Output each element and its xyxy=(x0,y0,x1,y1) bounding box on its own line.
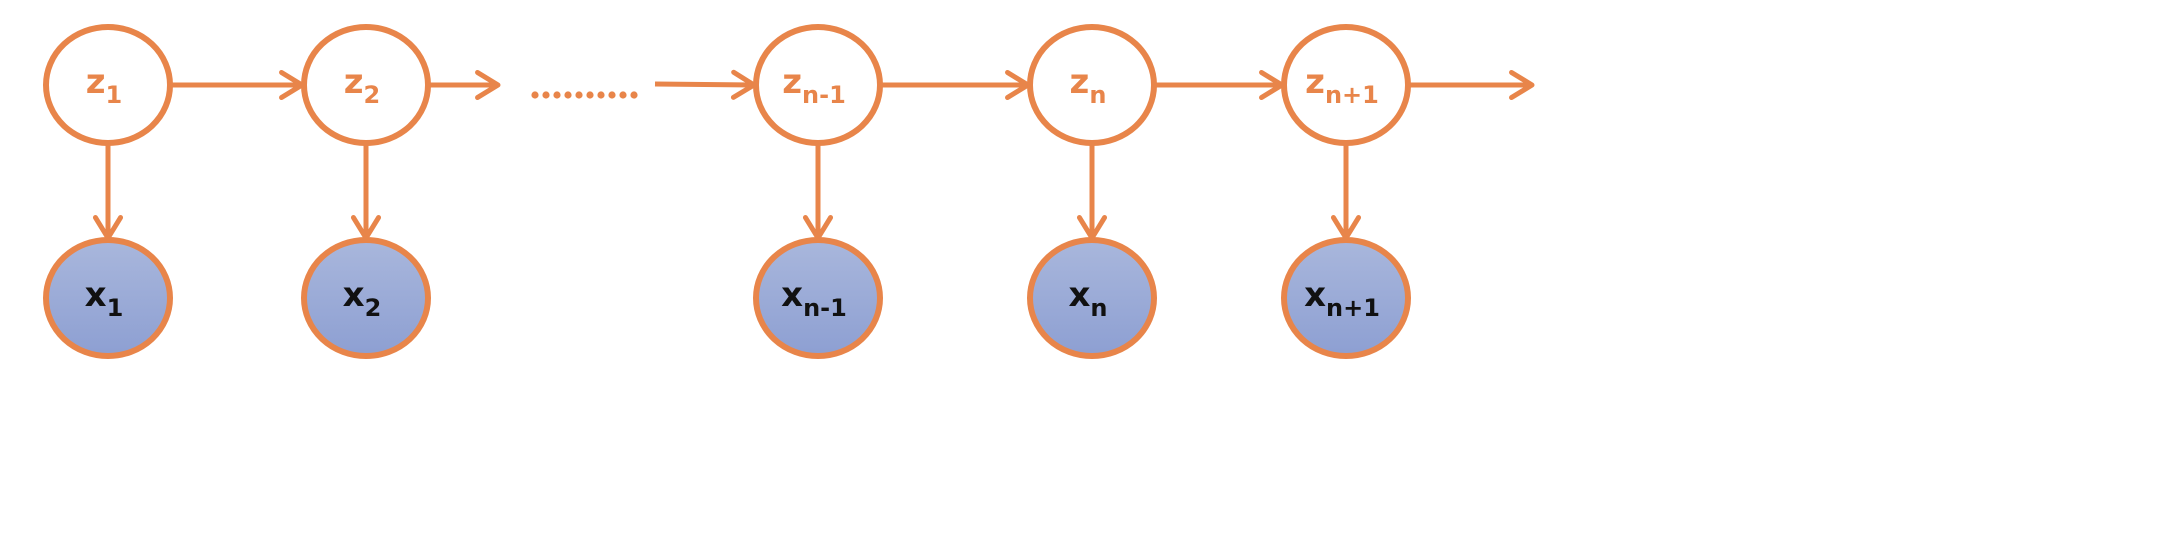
latent-node-subscript: n xyxy=(1089,81,1106,109)
transition-edge xyxy=(170,69,305,101)
latent-nodes: z1 z2 zn-1 zn zn+1 xyxy=(43,24,1411,146)
ellipsis-dots xyxy=(531,91,638,99)
latent-node-subscript: 1 xyxy=(106,81,123,109)
observed-node-circle xyxy=(1281,237,1411,359)
ellipsis-dot xyxy=(542,91,550,99)
edge-line xyxy=(654,81,755,88)
transition-edge xyxy=(1408,69,1535,101)
observed-node-base: x xyxy=(1304,275,1326,315)
arrowhead-icon xyxy=(475,69,501,101)
observed-node-base: x xyxy=(1068,275,1090,315)
observed-node-x-n-plus-1: xn+1 xyxy=(1281,237,1411,359)
latent-node-base: z xyxy=(86,62,106,102)
observed-node-base: x xyxy=(85,275,107,315)
observed-node-label: xn+1 xyxy=(1304,275,1380,322)
observed-node-subscript: n xyxy=(1090,294,1107,322)
ellipsis-dot xyxy=(553,91,561,99)
latent-node-z-n-plus-1: zn+1 xyxy=(1281,24,1411,146)
latent-node-label: zn xyxy=(1070,62,1107,109)
ellipsis-dot xyxy=(619,91,627,99)
latent-node-label: z2 xyxy=(344,62,381,109)
latent-node-subscript: 2 xyxy=(364,81,381,109)
arrowhead-icon xyxy=(1509,69,1535,101)
latent-node-label: z1 xyxy=(86,62,123,109)
latent-node-circle xyxy=(1281,24,1411,146)
transition-edge xyxy=(1154,69,1285,101)
observed-node-x-n-minus-1: xn-1 xyxy=(753,237,883,359)
ellipsis-dot xyxy=(586,91,594,99)
observed-node-subscript: n+1 xyxy=(1326,294,1380,322)
latent-node-z-n: zn xyxy=(1027,24,1157,146)
observed-node-x1: x1 xyxy=(43,237,173,359)
observed-node-subscript: n-1 xyxy=(803,294,847,322)
latent-node-z-n-minus-1: zn-1 xyxy=(753,24,883,146)
latent-node-subscript: n+1 xyxy=(1325,81,1379,109)
latent-node-circle xyxy=(301,24,431,146)
latent-node-z1: z1 xyxy=(43,24,173,146)
observed-node-label: xn xyxy=(1068,275,1107,322)
transition-edge xyxy=(428,69,501,101)
observed-node-label: x2 xyxy=(343,275,382,322)
latent-node-z2: z2 xyxy=(301,24,431,146)
latent-node-circle xyxy=(753,24,883,146)
latent-node-base: z xyxy=(1305,62,1325,102)
emission-edge xyxy=(802,143,834,241)
observed-node-x-n: xn xyxy=(1027,237,1157,359)
ellipsis-dot xyxy=(608,91,616,99)
emission-edge xyxy=(1330,143,1362,241)
ellipsis-dot xyxy=(630,91,638,99)
observed-node-subscript: 2 xyxy=(365,294,382,322)
emission-edge xyxy=(92,143,124,241)
observed-node-base: x xyxy=(343,275,365,315)
observed-node-label: x1 xyxy=(85,275,124,322)
latent-node-subscript: n-1 xyxy=(802,81,846,109)
observed-node-subscript: 1 xyxy=(107,294,124,322)
ellipsis-dot xyxy=(531,91,539,99)
emission-edge xyxy=(1076,143,1108,241)
latent-node-label: zn-1 xyxy=(782,62,846,109)
observed-node-circle xyxy=(753,237,883,359)
ellipsis-dot xyxy=(597,91,605,99)
latent-node-circle xyxy=(43,24,173,146)
observed-node-circle xyxy=(301,237,431,359)
transition-edge xyxy=(654,69,757,100)
observed-node-x2: x2 xyxy=(301,237,431,359)
observed-nodes: x1 x2 xn-1 xn xn+1 xyxy=(43,237,1411,359)
observed-node-circle xyxy=(43,237,173,359)
transition-edge xyxy=(880,69,1031,101)
observed-node-label: xn-1 xyxy=(781,275,847,322)
latent-node-label: zn+1 xyxy=(1305,62,1379,109)
latent-node-base: z xyxy=(1070,62,1090,102)
observed-node-base: x xyxy=(781,275,803,315)
latent-node-circle xyxy=(1027,24,1157,146)
emission-edge xyxy=(350,143,382,241)
latent-node-base: z xyxy=(782,62,802,102)
ellipsis-dot xyxy=(564,91,572,99)
observed-node-circle xyxy=(1027,237,1157,359)
latent-node-base: z xyxy=(344,62,364,102)
ellipsis-dot xyxy=(575,91,583,99)
